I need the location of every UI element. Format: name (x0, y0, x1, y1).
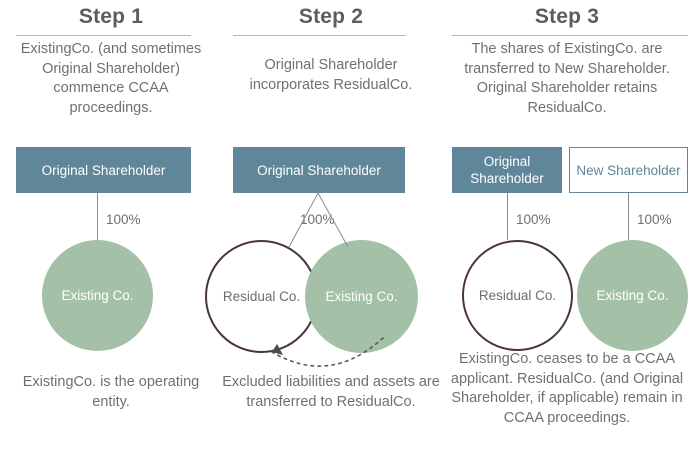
step-3-connector-line-left (507, 193, 508, 240)
step-1-description: ExistingCo. (and sometimes Original Shar… (20, 41, 202, 116)
step-3-ownership-label-left: 100% (516, 212, 551, 227)
step-1-title: Step 1 (78, 5, 144, 28)
step-2-caption: Excluded liabilities and assets are tran… (222, 374, 440, 410)
step-2-existing-co-circle[interactable]: Existing Co. (305, 240, 418, 353)
step-1-existing-co-circle[interactable]: Existing Co. (42, 240, 153, 351)
step-1-ownership-label: 100% (106, 212, 141, 227)
step-2-residual-co-circle[interactable]: Residual Co. (205, 240, 318, 353)
step-1-divider (16, 35, 191, 36)
step-2-ownership-label: 100% (300, 212, 335, 227)
step-1-original-shareholder-box[interactable]: Original Shareholder (16, 147, 191, 193)
step-3-divider (452, 35, 688, 36)
step-2-description: Original Shareholder incorporates Residu… (249, 57, 413, 93)
step-2-title: Step 2 (298, 5, 364, 28)
step-3-existing-co-circle[interactable]: Existing Co. (577, 240, 688, 351)
step-3-title: Step 3 (534, 5, 600, 28)
step-3-ownership-label-right: 100% (637, 212, 672, 227)
step-1-connector-line (97, 193, 98, 240)
step-3-description: The shares of ExistingCo. are transferre… (464, 41, 670, 116)
step-3-caption: ExistingCo. ceases to be a CCAA applican… (450, 351, 684, 426)
step-2-column: Step 2 Original Shareholder incorporates… (205, 0, 440, 456)
step-3-residual-co-circle[interactable]: Residual Co. (462, 240, 573, 351)
step-3-new-shareholder-box[interactable]: New Shareholder (569, 147, 688, 193)
step-3-connector-line-right (628, 193, 629, 240)
step-2-original-shareholder-box[interactable]: Original Shareholder (233, 147, 405, 193)
step-3-original-shareholder-box[interactable]: Original Shareholder (452, 147, 562, 193)
step-1-caption: ExistingCo. is the operating entity. (22, 374, 200, 410)
step-1-column: Step 1 ExistingCo. (and sometimes Origin… (0, 0, 222, 456)
step-2-divider (233, 35, 406, 36)
step-3-column: Step 3 The shares of ExistingCo. are tra… (440, 0, 694, 456)
